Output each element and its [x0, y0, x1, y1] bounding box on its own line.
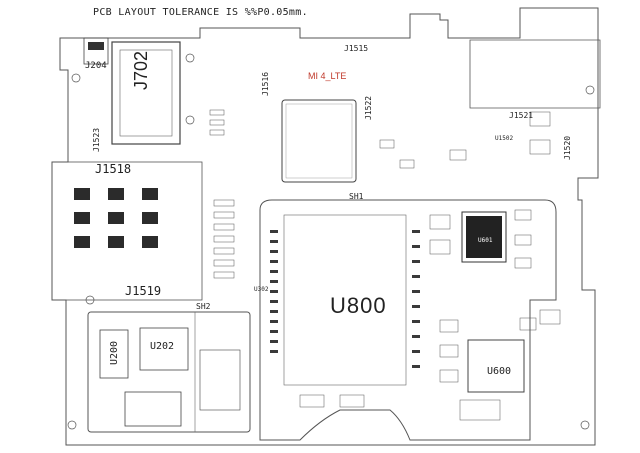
u200-chip — [99, 329, 129, 379]
j204-connector — [83, 37, 109, 65]
label-u600: U600 — [487, 366, 512, 377]
model-name: MI 4_LTE — [308, 71, 347, 81]
j702-connector-body — [111, 41, 181, 145]
label-j1522: J1522 — [364, 95, 373, 120]
shield-top-square — [281, 99, 357, 183]
label-j702: J702 — [131, 50, 151, 90]
sh1-shield — [259, 199, 557, 441]
label-u200: U200 — [109, 340, 120, 365]
label-j204: J204 — [85, 61, 107, 71]
label-j1519: J1519 — [125, 284, 162, 298]
label-j1515: J1515 — [344, 44, 369, 53]
label-j1516: J1516 — [261, 71, 270, 96]
label-sh1: SH1 — [349, 192, 364, 201]
label-u601: U601 — [478, 237, 493, 244]
sim-pads — [74, 188, 158, 248]
label-j1523: J1523 — [92, 127, 101, 152]
label-j1518: J1518 — [95, 162, 132, 176]
u600-chip — [467, 339, 525, 393]
label-u302: U302 — [254, 286, 269, 293]
label-u202: U202 — [150, 341, 175, 352]
sh2-shield — [87, 311, 251, 433]
u202-chip — [139, 327, 189, 371]
label-j1520: J1520 — [563, 135, 572, 160]
sim-tray-region — [51, 161, 203, 301]
label-u800: U800 — [330, 293, 387, 318]
tolerance-note: PCB LAYOUT TOLERANCE IS %%P0.05mm. — [93, 7, 308, 18]
passive-components — [209, 109, 561, 421]
u800-pins — [270, 230, 420, 368]
label-j1521: J1521 — [509, 111, 534, 120]
mounting-holes — [67, 53, 595, 430]
u800-chip — [283, 214, 407, 386]
u601-chip — [461, 211, 507, 263]
top-right-cutout — [469, 39, 601, 109]
label-u1502: U1502 — [495, 135, 514, 142]
label-sh2: SH2 — [196, 302, 211, 311]
